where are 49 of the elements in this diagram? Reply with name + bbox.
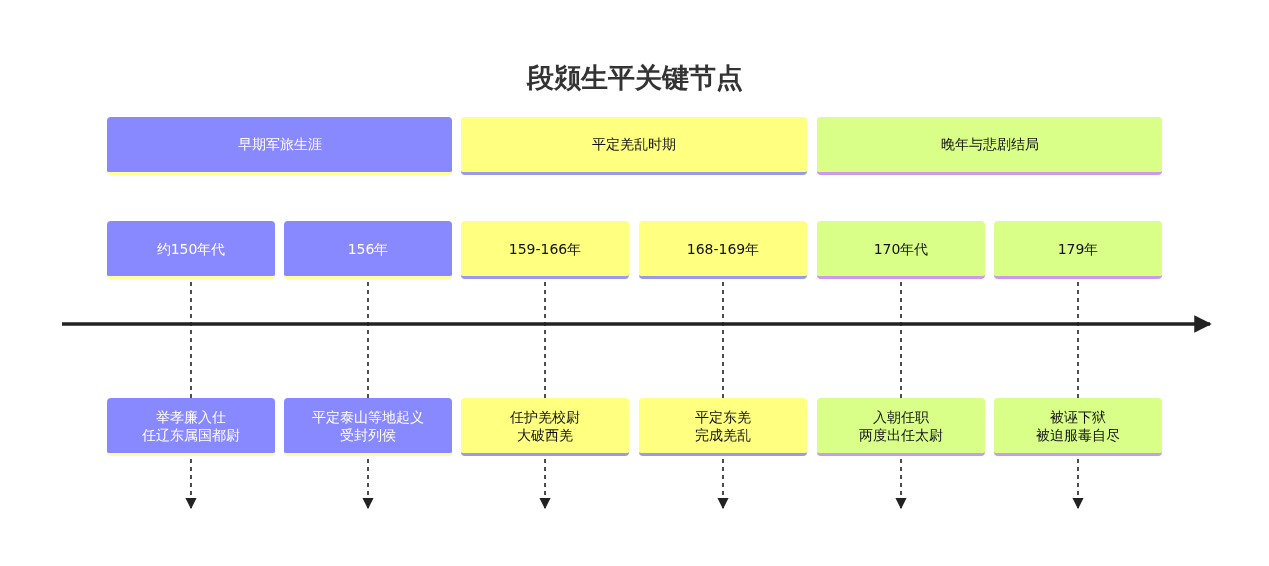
date-label: 159-166年 [508, 239, 582, 258]
period-box [107, 117, 452, 175]
date-label: 168-169年 [686, 239, 760, 258]
dashed-connector [190, 281, 192, 399]
event-text: 举孝廉入仕 [156, 407, 226, 426]
event-text: 完成羌乱 [695, 425, 751, 444]
event-text: 受封列侯 [340, 425, 396, 444]
dashed-arrow [539, 458, 551, 510]
dashed-arrow [185, 458, 197, 510]
period-title: 晚年与悲剧结局 [940, 135, 1039, 153]
event-text: 两度出任太尉 [859, 425, 943, 444]
date-box [817, 221, 985, 279]
event-box [107, 398, 275, 456]
dashed-connector [722, 281, 724, 399]
event-text: 任辽东属国都尉 [142, 425, 240, 444]
dashed-arrow [1072, 458, 1084, 510]
date-box [107, 221, 275, 279]
event-text: 大破西羌 [517, 425, 573, 444]
period-box [461, 117, 807, 175]
date-label: 170年代 [873, 239, 929, 258]
dashed-arrow [717, 458, 729, 510]
event-box [284, 398, 452, 456]
date-box [284, 221, 452, 279]
period-title: 平定羌乱时期 [592, 135, 676, 153]
event-text: 平定泰山等地起义 [312, 407, 424, 426]
dashed-connector [1077, 281, 1079, 399]
date-label: 179年 [1057, 239, 1099, 258]
date-box [639, 221, 807, 279]
event-text: 被诬下狱 [1050, 407, 1106, 426]
period-box [817, 117, 1162, 175]
event-box [639, 398, 807, 456]
date-box [994, 221, 1162, 279]
event-text: 平定东羌 [695, 407, 751, 426]
dashed-connector [544, 281, 546, 399]
diagram-title: 段颎生平关键节点 [525, 61, 744, 95]
event-box [461, 398, 629, 456]
dashed-connector [367, 281, 369, 399]
date-box [461, 221, 629, 279]
dashed-arrow [362, 458, 374, 510]
dashed-arrow [895, 458, 907, 510]
event-text: 任护羌校尉 [510, 407, 580, 426]
dashed-connector [900, 281, 902, 399]
period-title: 早期军旅生涯 [237, 135, 322, 153]
event-text: 被迫服毒自尽 [1036, 425, 1120, 444]
event-text: 入朝任职 [873, 407, 929, 426]
event-box [817, 398, 985, 456]
event-box [994, 398, 1162, 456]
date-label: 156年 [347, 239, 389, 258]
date-label: 约150年代 [156, 239, 226, 258]
